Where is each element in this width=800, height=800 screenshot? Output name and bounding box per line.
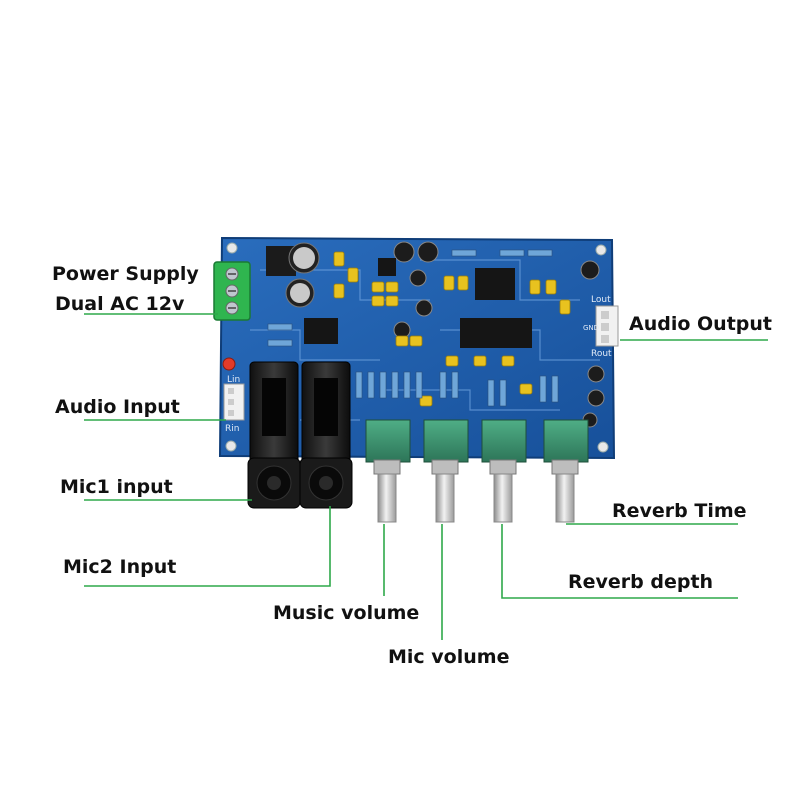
ic-chips bbox=[304, 258, 532, 348]
label-power-supply: Power Supply bbox=[52, 263, 199, 285]
pot-reverb-depth bbox=[481, 419, 527, 523]
mic1-jack bbox=[247, 361, 301, 509]
label-mic1-input: Mic1 input bbox=[60, 476, 173, 498]
leader-lines bbox=[84, 313, 768, 640]
label-mic-volume: Mic volume bbox=[388, 646, 509, 668]
label-reverb-depth: Reverb depth bbox=[568, 571, 713, 593]
silk-rin: Rin bbox=[225, 424, 239, 434]
power-led bbox=[222, 357, 236, 371]
power-terminal-block bbox=[213, 261, 251, 321]
mounting-hole bbox=[225, 440, 237, 452]
silk-lin: Lin bbox=[227, 375, 240, 385]
mic2-jack bbox=[299, 361, 353, 509]
pot-mic-volume bbox=[423, 419, 469, 523]
audio-input-connector bbox=[223, 383, 245, 421]
label-mic2-input: Mic2 Input bbox=[63, 556, 176, 578]
mounting-hole bbox=[597, 441, 609, 453]
silk-rout: Rout bbox=[591, 349, 612, 359]
label-dual-ac: Dual AC 12v bbox=[55, 293, 185, 315]
ceramic-capacitors bbox=[333, 251, 571, 407]
board-silkscreen: Lin Rin Lout Rout GND bbox=[225, 295, 612, 434]
electrolytic-capacitors bbox=[266, 241, 605, 428]
resistors bbox=[267, 249, 559, 407]
mounting-hole bbox=[595, 244, 607, 256]
leader-mic2 bbox=[84, 506, 331, 587]
pot-music-volume bbox=[365, 419, 411, 523]
mounting-hole bbox=[226, 242, 238, 254]
label-audio-output: Audio Output bbox=[629, 313, 772, 335]
label-reverb-time: Reverb Time bbox=[612, 500, 747, 522]
leader-reverb-depth bbox=[501, 524, 738, 599]
callout-labels: Power Supply Dual AC 12v Audio Input Mic… bbox=[52, 263, 772, 668]
audio-output-connector bbox=[595, 305, 619, 347]
label-audio-input: Audio Input bbox=[55, 396, 180, 418]
pot-reverb-time bbox=[543, 419, 589, 523]
silk-lout: Lout bbox=[591, 295, 611, 305]
label-music-volume: Music volume bbox=[273, 602, 419, 624]
silk-gnd: GND bbox=[583, 324, 599, 332]
pcb-board: Lin Rin Lout Rout GND bbox=[213, 236, 619, 523]
